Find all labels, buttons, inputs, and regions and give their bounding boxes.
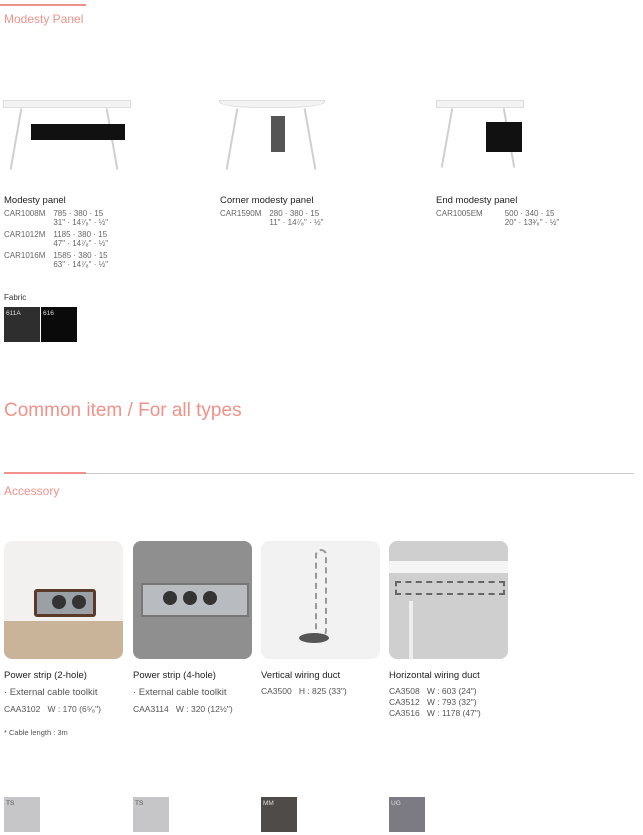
- product-title: Power strip (2-hole): [4, 670, 87, 681]
- swatch-code: TS: [135, 800, 144, 807]
- fabric-swatch-616: 616: [41, 307, 77, 342]
- swatch-code: UG: [391, 800, 401, 807]
- swatch-code: 611A: [6, 310, 21, 317]
- swatch-code: TS: [6, 800, 15, 807]
- product-title: End modesty panel: [436, 195, 518, 206]
- common-items-title: Common item / For all types: [4, 400, 242, 421]
- product-note: · External cable toolkit: [4, 687, 98, 698]
- product-code: CAA3114: [133, 704, 169, 714]
- dimension-mm: 280 · 380 · 15: [269, 209, 320, 218]
- product-code: CAR1008M: [4, 209, 46, 218]
- dimension-mm: 500 · 340 · 15: [504, 209, 555, 218]
- dimension-inch: 47" · 14⁷⁄₈" · ½": [53, 239, 109, 248]
- product-corner-modesty-panel: Corner modesty panel CAR1590M 280 · 380 ·…: [220, 195, 324, 227]
- product-code: CAR1016M: [4, 251, 46, 260]
- vertical-wiring-duct-image: [261, 541, 380, 659]
- corner-modesty-panel-image: [219, 100, 329, 180]
- product-size: H : 825 (33"): [298, 686, 347, 696]
- section-rule: [0, 4, 86, 6]
- finish-swatch-mm: MM: [261, 797, 297, 832]
- dimension-inch: 20" · 13³⁄₈" · ½": [504, 218, 560, 227]
- product-code: CA3500: [261, 686, 292, 696]
- product-size: W : 793 (32"): [426, 697, 477, 707]
- dimension-inch: 11" · 14⁷⁄₈" · ½": [269, 218, 324, 227]
- swatch-code: 616: [43, 310, 54, 317]
- product-note: · External cable toolkit: [133, 687, 227, 698]
- product-code: CA3512: [389, 697, 420, 707]
- power-strip-4-hole-image: [133, 541, 252, 659]
- product-size: W : 1178 (47"): [426, 708, 481, 718]
- product-size: W : 603 (24"): [426, 686, 477, 696]
- dimension-mm: 785 · 380 · 15: [53, 209, 104, 218]
- product-code: CAR1012M: [4, 230, 46, 239]
- section-title-accessory: Accessory: [4, 484, 60, 498]
- product-title: Modesty panel: [4, 195, 66, 206]
- product-size: W : 170 (6⁵⁄₈"): [47, 704, 102, 714]
- product-title: Corner modesty panel: [220, 195, 314, 206]
- accessory-power-strip-2-hole: Power strip (2-hole) · External cable to…: [4, 670, 101, 737]
- finish-swatch-ug: UG: [389, 797, 425, 832]
- product-title: Vertical wiring duct: [261, 670, 341, 681]
- product-code: CAR1590M: [220, 209, 262, 218]
- product-code: CA3516: [389, 708, 420, 718]
- dimension-inch: 31" · 14⁷⁄₈" · ½": [53, 218, 109, 227]
- section-title-modesty: Modesty Panel: [4, 12, 84, 26]
- accessory-horizontal-wiring-duct: Horizontal wiring duct CA3508 W : 603 (2…: [389, 670, 481, 719]
- finish-swatch-ts: TS: [133, 797, 169, 832]
- product-code: CAA3102: [4, 704, 41, 714]
- product-title: Power strip (4-hole): [133, 670, 216, 681]
- product-end-modesty-panel: End modesty panel CAR1005EM 500 · 340 · 1…: [436, 195, 559, 227]
- modesty-panel-image: [3, 100, 133, 180]
- divider-accent: [4, 472, 86, 474]
- product-code: CA3508: [389, 686, 420, 696]
- swatch-code: MM: [263, 800, 274, 807]
- horizontal-wiring-duct-image: [389, 541, 508, 659]
- divider: [4, 473, 634, 474]
- dimension-mm: 1585 · 380 · 15: [53, 251, 108, 260]
- fabric-label: Fabric: [4, 293, 27, 302]
- dimension-mm: 1185 · 380 · 15: [53, 230, 108, 239]
- cable-length-note: * Cable length : 3m: [4, 728, 68, 737]
- dimension-inch: 63" · 14⁷⁄₈" · ½": [53, 260, 109, 269]
- finish-swatch-ts: TS: [4, 797, 40, 832]
- fabric-swatch-611a: 611A: [4, 307, 40, 342]
- accessory-vertical-wiring-duct: Vertical wiring duct CA3500 H : 825 (33"…: [261, 670, 347, 696]
- product-code: CAR1005EM: [436, 209, 483, 218]
- accessory-power-strip-4-hole: Power strip (4-hole) · External cable to…: [133, 670, 233, 714]
- power-strip-2-hole-image: [4, 541, 123, 659]
- end-modesty-panel-image: [436, 100, 526, 180]
- product-size: W : 320 (12½"): [175, 704, 233, 714]
- product-title: Horizontal wiring duct: [389, 670, 480, 681]
